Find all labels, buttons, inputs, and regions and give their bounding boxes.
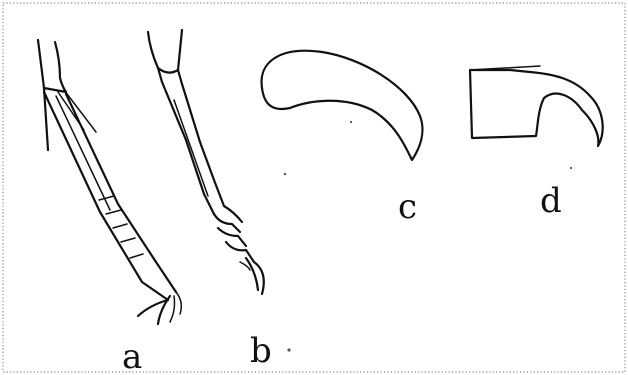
panel-label-a: a [122,337,142,375]
panel-label-b: b [250,331,272,371]
panel-label-c: c [398,187,417,227]
panel-d-drawing [470,66,603,146]
panel-label-d: d [540,181,562,221]
panel-c-drawing [262,51,423,160]
panel-d-claw-outline [470,70,603,146]
panel-b-drawing [148,30,264,294]
panel-c-claw-outline [262,51,423,160]
figure-frame [3,3,625,372]
panel-a-drawing [38,40,181,324]
